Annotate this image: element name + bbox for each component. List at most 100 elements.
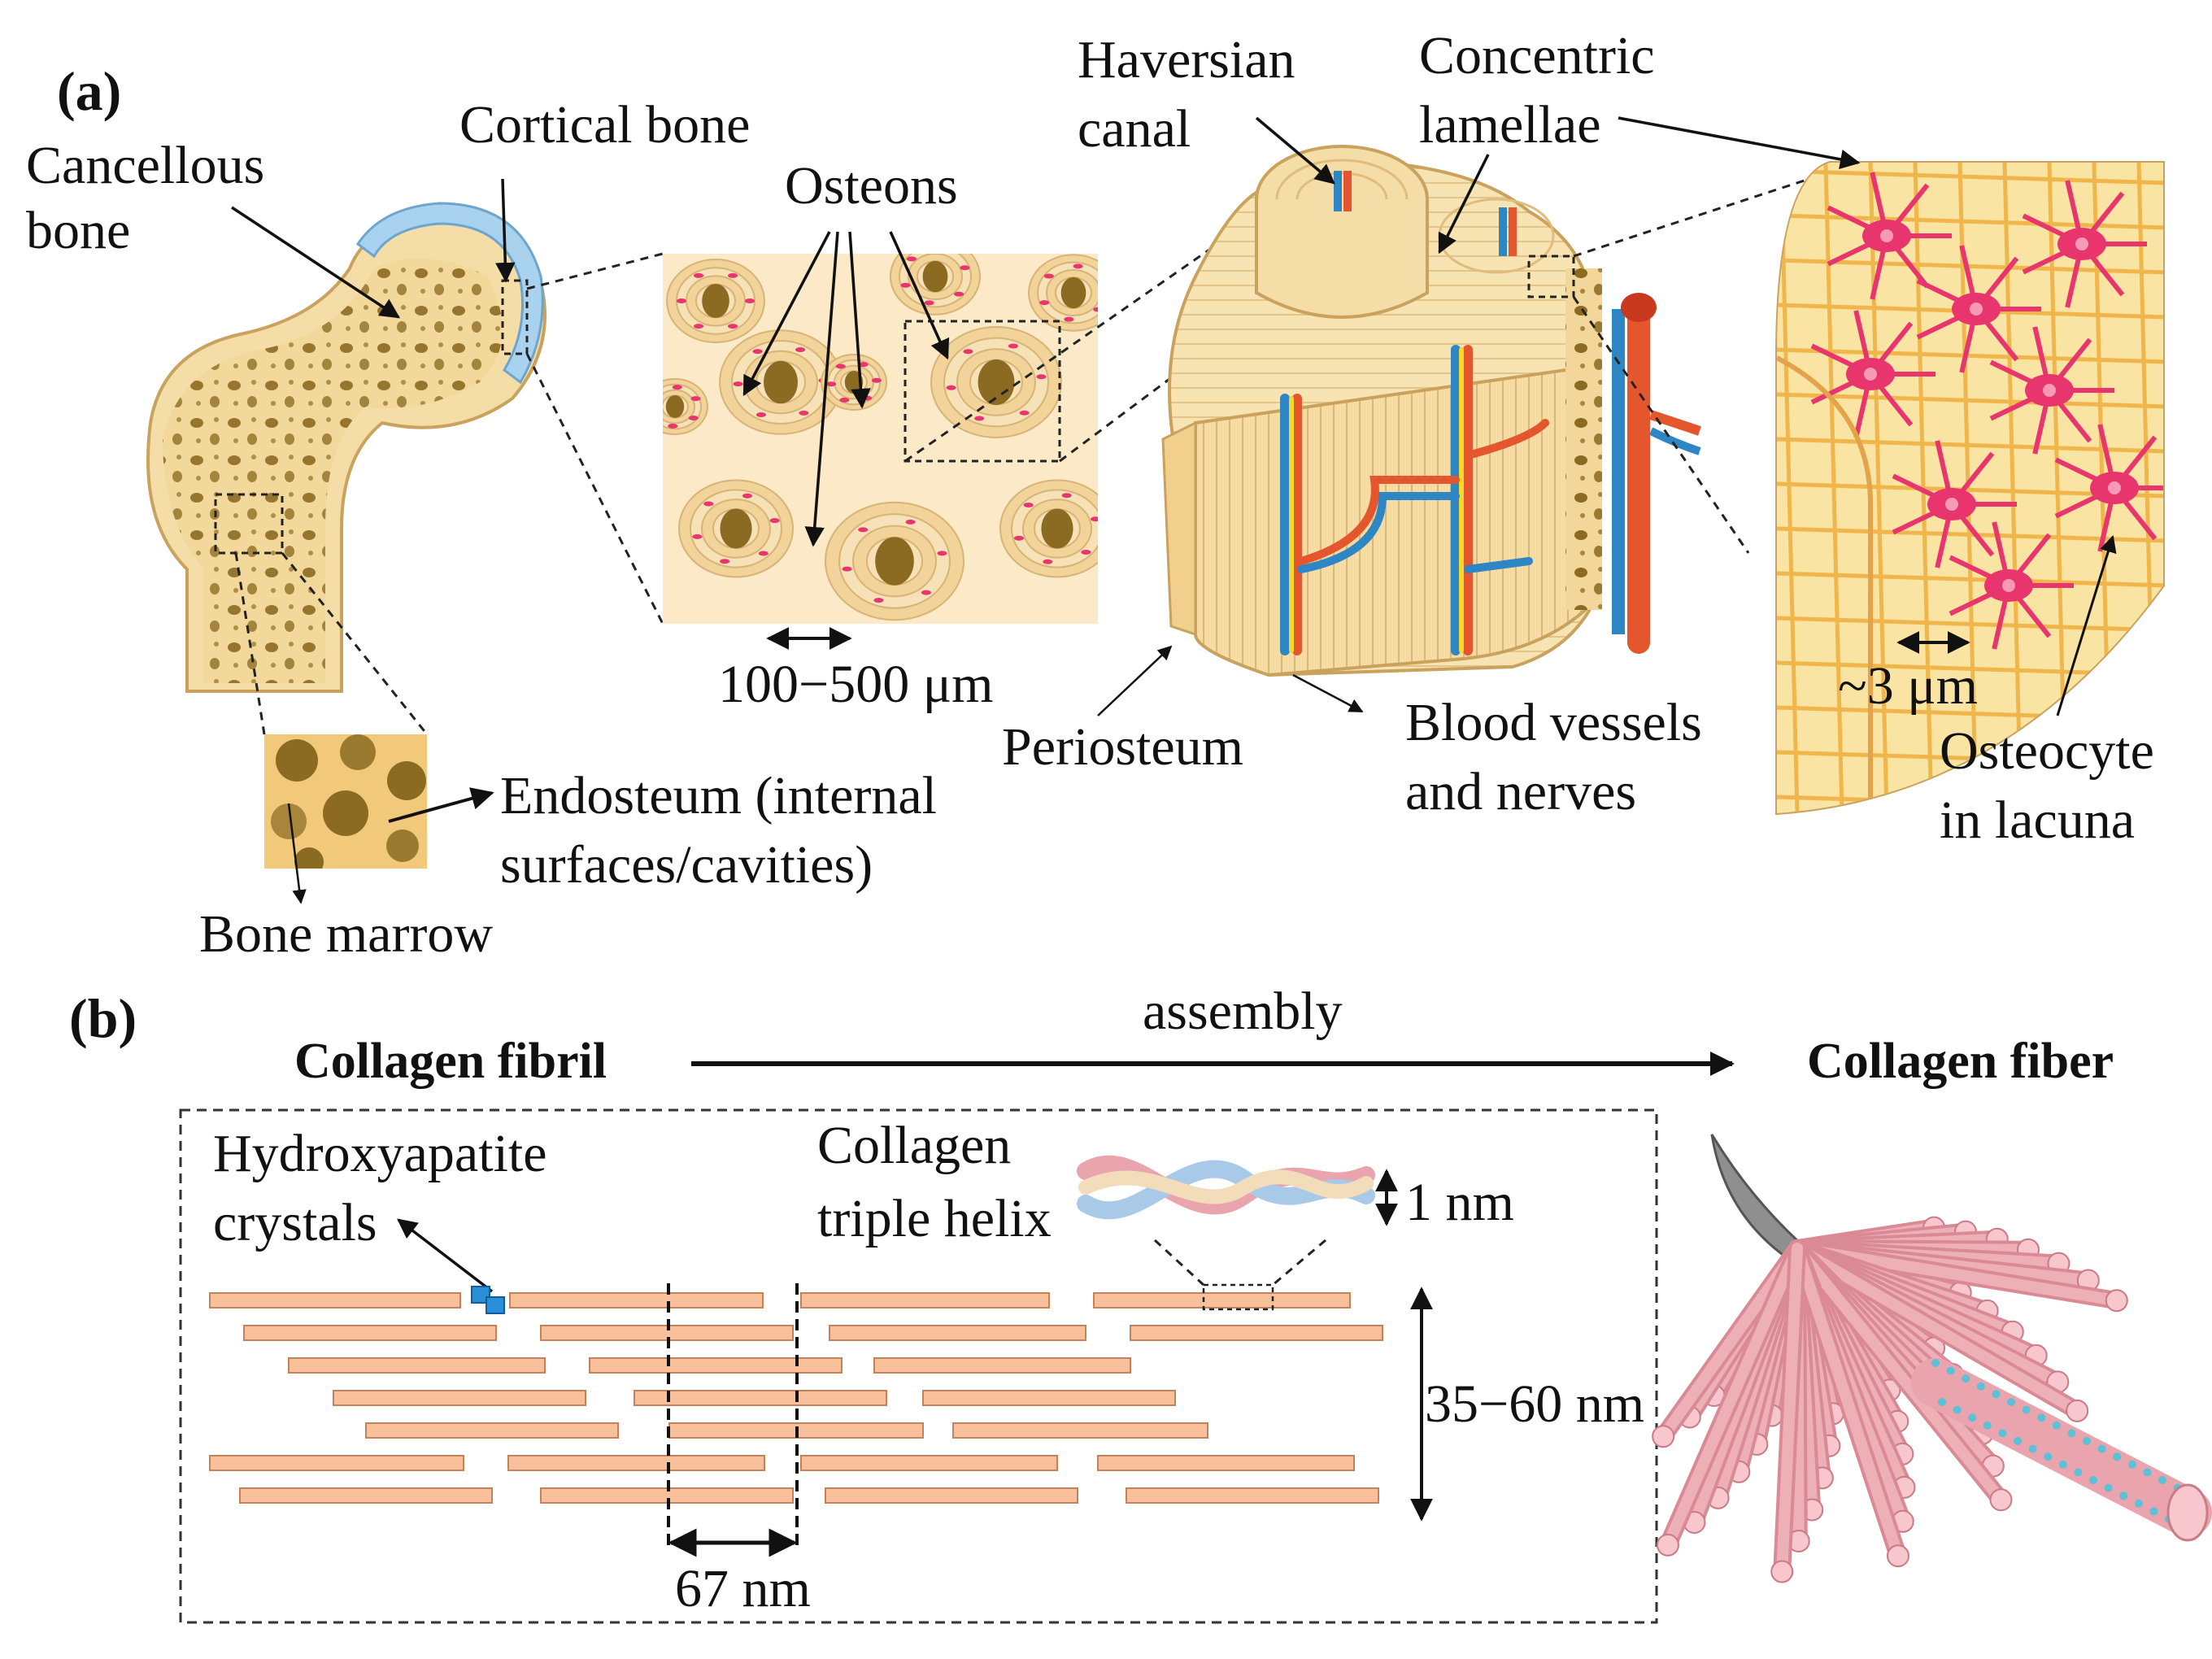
label-lamellae-1: Concentric [1419,26,1655,85]
osteocyte-cell [1827,172,1952,300]
collagen-molecule [239,1487,493,1504]
lamellae-zoom-box [1527,255,1575,298]
collagen-molecule [800,1455,1058,1471]
collagen-molecules [209,1292,1383,1504]
osteon-cross-section [663,254,1098,624]
label-cancellous-1: Cancellous [26,136,264,195]
osteon [666,259,765,343]
collagen-molecule [922,1390,1176,1406]
arrows-osteons [742,231,950,547]
collagen-molecule [1097,1455,1355,1471]
arrow-hydroxyapatite [397,1218,494,1293]
collagen-molecule [829,1325,1086,1341]
osteocyte-cell [1892,440,2017,568]
detailed-fibril [1911,1358,2212,1537]
label-haversian-1: Haversian [1078,30,1295,89]
osteon [821,354,887,411]
collagen-molecule [873,1357,1131,1374]
label-vessels-2: and nerves [1405,762,1636,821]
label-osteocyte-2: in lacuna [1940,790,2135,850]
osteocyte-cell [2054,424,2163,552]
endosteum-inset [264,734,427,869]
period-lines [667,1283,799,1545]
lacuna-zoom-lines [1572,173,1822,554]
osteocyte-cell [1916,245,2041,373]
osteocyte-detail [1775,161,2165,816]
panel-a-labels: Cancellous bone Cortical bone Osteons Ha… [26,26,2154,964]
fiber-tip [1710,1134,1804,1258]
osteon [999,479,1098,578]
osteocyte-cell [1810,310,1936,438]
panel-b-label: (b) [69,987,137,1049]
helix-zoom-box [1202,1283,1274,1311]
collagen-molecule [634,1390,887,1406]
collagen-molecule [825,1487,1078,1504]
arrow-endosteum [388,787,494,823]
spongy-strip [1565,268,1602,610]
collagen-molecule [800,1292,1050,1308]
label-endosteum-1: Endosteum (internal [500,766,937,825]
arrow-haversian [1255,116,1335,185]
arrow-lamellae-block [1438,154,1490,255]
label-osteon-scale: 100−500 μm [718,655,993,714]
collagen-molecule [1093,1292,1351,1308]
label-cortical: Cortical bone [459,95,750,155]
collagen-fiber-bundle [1652,1134,2212,1583]
arrow-osteocyte [2056,534,2117,716]
label-cancellous-2: bone [26,201,130,260]
collagen-molecule [1126,1487,1379,1504]
collagen-molecule [333,1390,586,1406]
label-lacuna-scale: ~3 μm [1838,656,1978,716]
arrow-lamellae-detail [1618,116,1861,170]
label-period: 67 nm [675,1559,811,1618]
label-endosteum-2: surfaces/cavities) [500,835,873,895]
osteon [719,329,843,435]
label-hydroxyapatite-1: Hydroxyapatite [213,1124,547,1183]
label-triple-helix-2: triple helix [817,1189,1052,1248]
osteon [678,479,794,578]
osteocyte-cell [1989,326,2114,455]
collagen-molecule [589,1357,843,1374]
label-bone-marrow: Bone marrow [199,904,493,964]
osteon [825,501,964,621]
block-vessels [1280,345,1549,655]
arrow-cortical [495,178,516,283]
collagen-molecule [288,1357,546,1374]
collagen-molecule [952,1422,1208,1439]
osteon [890,254,981,316]
osteon [663,378,708,435]
fibril-dashed-box [179,1108,1658,1624]
osteocyte-cell [1949,521,2074,650]
osteon [1028,254,1098,332]
label-lamellae-2: lamellae [1419,95,1601,155]
arrow-bone-marrow [287,803,307,904]
collagen-molecule [209,1292,461,1308]
label-assembly: assembly [1143,982,1343,1041]
label-periosteum: Periosteum [1002,717,1243,777]
label-helix-scale: 1 nm [1405,1173,1514,1232]
collagen-molecule [509,1292,764,1308]
label-collagen-fibril: Collagen fibril [294,1034,607,1089]
panel-a-label: (a) [57,60,121,122]
collagen-molecule [1130,1325,1383,1341]
periosteum-layer [1161,420,1197,637]
hydroxyapatite-crystal [471,1286,505,1314]
arrow-cancellous [231,206,401,319]
femur-zoom-lines [234,252,664,735]
osteocyte-cell [2022,180,2147,308]
collagen-molecule [507,1455,765,1471]
label-triple-helix-1: Collagen [817,1116,1011,1175]
osteon [930,326,1062,438]
helix-zoom-lines [1153,1239,1326,1287]
collagen-molecule [243,1325,497,1341]
label-fibril-diameter: 35−60 nm [1425,1374,1644,1434]
cortical-cap [355,202,544,385]
femur-illustration [146,202,546,693]
collagen-molecule [209,1455,464,1471]
label-haversian-2: canal [1078,99,1191,159]
arrow-periosteum [1097,645,1173,716]
arrow-vessels [1292,673,1364,713]
cancellous-zoom-box [214,493,284,555]
